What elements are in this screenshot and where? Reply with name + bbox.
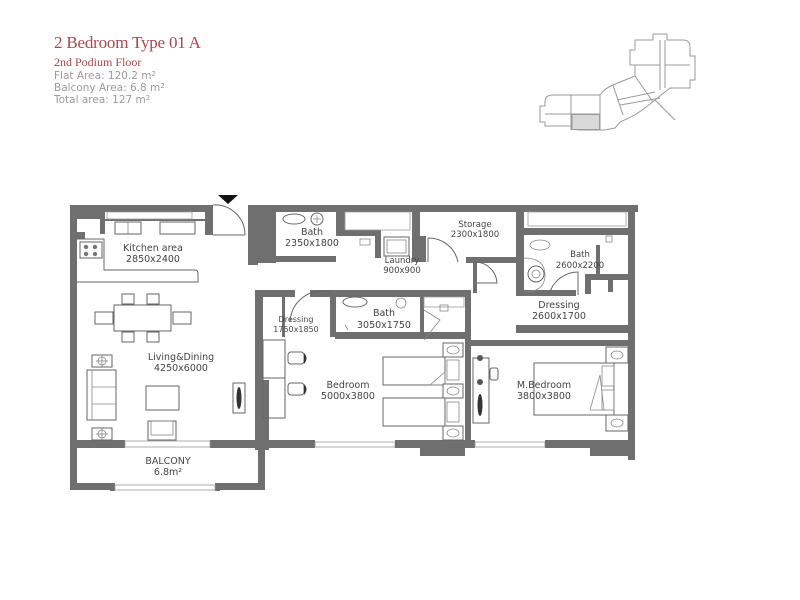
flat-area: Flat Area: 120.2 m2 xyxy=(54,70,156,82)
label-balcony-size: 6.8m² xyxy=(154,467,182,478)
label-bedroom-name: Bedroom xyxy=(327,380,370,391)
label-master-bath-name: Bath xyxy=(570,250,590,260)
label-living-size: 4250x6000 xyxy=(154,363,208,374)
label-dressing2-name: Dressing xyxy=(279,315,314,324)
label-laundry-size: 900x900 xyxy=(383,266,420,276)
label-balcony-name: BALCONY xyxy=(145,456,191,467)
label-master-dressing-name: Dressing xyxy=(538,300,579,311)
balcony-area: Balcony Area: 6.8 m2 xyxy=(54,82,165,94)
label-living-name: Living&Dining xyxy=(148,352,214,363)
label-kitchen-name: Kitchen area xyxy=(123,243,183,254)
building-keyplan-icon xyxy=(539,33,696,131)
label-master-dressing-size: 2600x1700 xyxy=(532,311,586,322)
label-storage-name: Storage xyxy=(458,220,491,230)
unit-title: 2 Bedroom Type 01 A xyxy=(54,33,201,52)
label-master-bedroom-name: M.Bedroom xyxy=(517,380,571,391)
total-area: Total area: 127 m2 xyxy=(54,94,151,106)
label-master-bedroom-size: 3800x3800 xyxy=(517,391,571,402)
label-kitchen-size: 2850x2400 xyxy=(126,254,180,265)
label-laundry-name: Laundry xyxy=(385,256,420,266)
label-bedroom-size: 5000x3800 xyxy=(321,391,375,402)
label-bath1-name: Bath xyxy=(301,227,323,238)
entrance-arrow-icon xyxy=(218,195,238,204)
label-bath2-size: 3050x1750 xyxy=(357,320,411,331)
plan-header: 2 Bedroom Type 01 A 2nd Podium Floor Fla… xyxy=(54,33,201,106)
label-dressing2-size: 1750x1850 xyxy=(273,325,318,334)
label-storage-size: 2300x1800 xyxy=(451,230,499,240)
floor-subtitle: 2nd Podium Floor xyxy=(54,55,142,69)
label-master-bath-size: 2600x2200 xyxy=(556,261,604,271)
label-bath2-name: Bath xyxy=(373,308,395,319)
label-bath1-size: 2350x1800 xyxy=(285,238,339,249)
